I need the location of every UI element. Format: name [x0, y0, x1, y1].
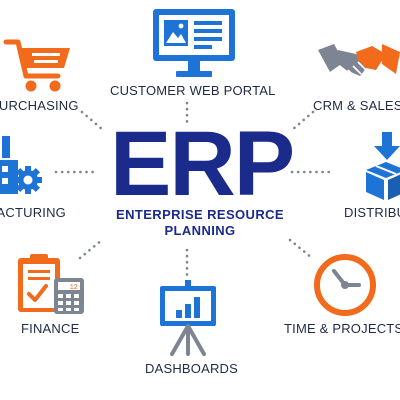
connector-crm: [290, 110, 315, 132]
clock-icon: [314, 254, 376, 316]
svg-text:12: 12: [70, 284, 78, 292]
dashboards-label: DASHBOARDS: [145, 361, 239, 376]
shopping-cart-icon: [3, 39, 70, 92]
clipboard-calculator-icon: 12: [18, 254, 84, 314]
erp-title: ERP: [110, 113, 295, 215]
web-portal-monitor-icon: [153, 9, 235, 77]
chart-board-icon: [160, 280, 216, 356]
crm-sales-label: CRM & SALES: [313, 98, 400, 113]
erp-subtitle-line1: ENTERPRISE RESOURCE: [116, 207, 284, 222]
connector-time: [288, 238, 314, 260]
handshake-icon: [318, 44, 400, 77]
customer-web-portal-label: CUSTOMER WEB PORTAL: [110, 83, 276, 98]
factory-icon: [0, 136, 42, 194]
distribution-label: DISTRIBUTION: [344, 205, 400, 220]
connector-purchasing: [80, 110, 105, 132]
erp-subtitle-line2: PLANNING: [164, 223, 236, 238]
boxes-icon: [366, 132, 400, 200]
finance-label: FINANCE: [21, 321, 80, 336]
connector-finance: [78, 238, 104, 260]
purchasing-label: PURCHASING: [0, 98, 79, 113]
manufacturing-label: MANUFACTURING: [0, 205, 66, 220]
time-projects-label: TIME & PROJECTS: [284, 321, 400, 336]
